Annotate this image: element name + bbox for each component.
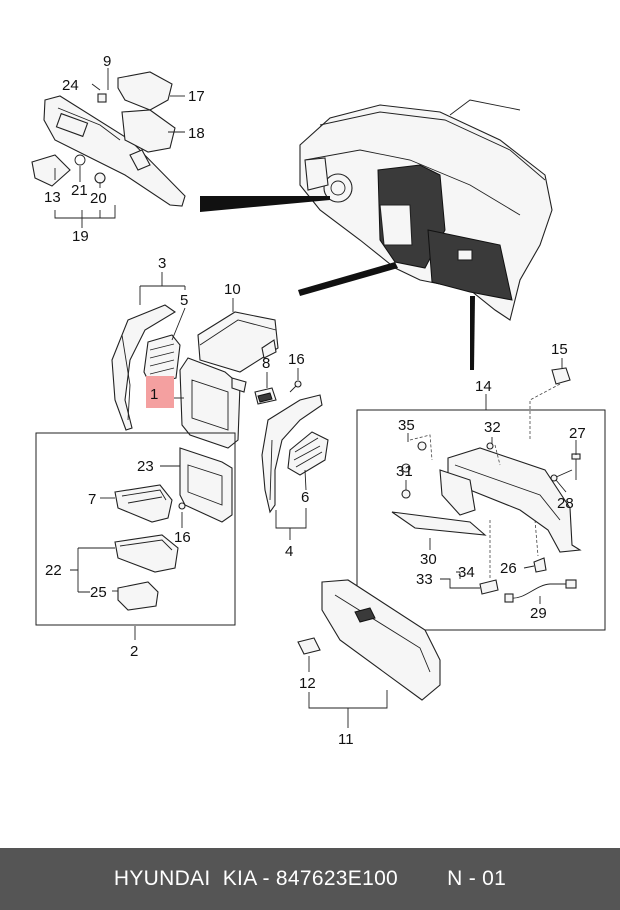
highlight-box-part-1 [146, 376, 174, 408]
bolt-28 [550, 469, 573, 482]
pointer-wedge-mid [298, 262, 398, 296]
bracket-15 [551, 367, 571, 385]
callout-15: 15 [551, 341, 568, 358]
callout-3: 3 [158, 255, 166, 272]
small-switch-part [254, 387, 277, 405]
left-side-cover [111, 304, 177, 431]
callout-23: 23 [137, 458, 154, 475]
footer-spacer [398, 867, 447, 891]
callout-30: 30 [420, 551, 437, 568]
group-2-frame [35, 432, 236, 626]
callout-21: 21 [71, 182, 88, 199]
bolt-27 [571, 453, 581, 480]
screw-16-lower [178, 502, 186, 510]
callout-18: 18 [188, 125, 205, 142]
callout-1: 1 [150, 386, 158, 403]
callout-31: 31 [396, 463, 413, 480]
callout-34: 34 [458, 564, 475, 581]
callout-24: 24 [62, 77, 79, 94]
part-number-text: HYUNDAI KIA - 847623E100 [113, 867, 399, 890]
group-19-parts [31, 71, 186, 207]
footer-bar: HYUNDAI KIA - 847623E100 N - 01 [0, 848, 620, 910]
callout-12: 12 [299, 675, 316, 692]
storage-box-22 [114, 534, 179, 573]
dashboard-overview [299, 99, 553, 321]
glove-box-latch-12 [297, 637, 321, 655]
callout-labels: 1 2 3 4 5 6 7 8 9 10 11 12 13 14 15 16 1… [44, 53, 586, 748]
lower-dash-bracket [439, 447, 582, 553]
callout-35: 35 [398, 417, 415, 434]
callout-27: 27 [569, 425, 586, 442]
callout-2: 2 [130, 643, 138, 660]
callout-13: 13 [44, 189, 61, 206]
center-upper-cover [197, 311, 279, 373]
fasteners-14 [401, 441, 494, 499]
callout-19: 19 [72, 228, 89, 245]
pointer-wedge-top [200, 196, 330, 212]
callout-8: 8 [262, 355, 270, 372]
callout-20: 20 [90, 190, 107, 207]
callout-17: 17 [188, 88, 205, 105]
tray-insert-25 [117, 581, 159, 611]
glove-box-11 [321, 579, 441, 701]
group-14-frame [356, 409, 606, 631]
page-number-text: N - 01 [447, 867, 507, 890]
callout-32: 32 [484, 419, 501, 436]
callout-29: 29 [530, 605, 547, 622]
fascia-bracket-23 [179, 447, 233, 523]
callout-10: 10 [224, 281, 241, 298]
under-cover-30 [391, 511, 487, 536]
right-side-cover [261, 394, 323, 514]
pointer-wedge-right [470, 296, 475, 370]
callout-25: 25 [90, 584, 107, 601]
callout-26: 26 [500, 560, 517, 577]
callout-7: 7 [88, 491, 96, 508]
callout-28: 28 [557, 495, 574, 512]
clip-34 [479, 579, 499, 595]
callout-16-lower: 16 [174, 529, 191, 546]
callout-22: 22 [45, 562, 62, 579]
wire-harness-29 [504, 579, 577, 603]
sensor-26 [533, 557, 547, 573]
left-air-vent [143, 334, 181, 385]
callout-4: 4 [285, 543, 293, 560]
callout-5: 5 [180, 292, 188, 309]
right-air-vent [287, 431, 329, 476]
callout-6: 6 [301, 489, 309, 506]
callout-14: 14 [475, 378, 492, 395]
leader-lines [54, 68, 577, 728]
screw-16-upper [289, 380, 302, 393]
callout-33: 33 [416, 571, 433, 588]
callout-16-upper: 16 [288, 351, 305, 368]
callout-9: 9 [103, 53, 111, 70]
storage-tray-7 [114, 484, 173, 523]
callout-11: 11 [338, 731, 354, 748]
exploded-view-drawing: 1 2 3 4 5 6 7 8 9 10 11 12 13 14 15 16 1… [31, 53, 606, 748]
